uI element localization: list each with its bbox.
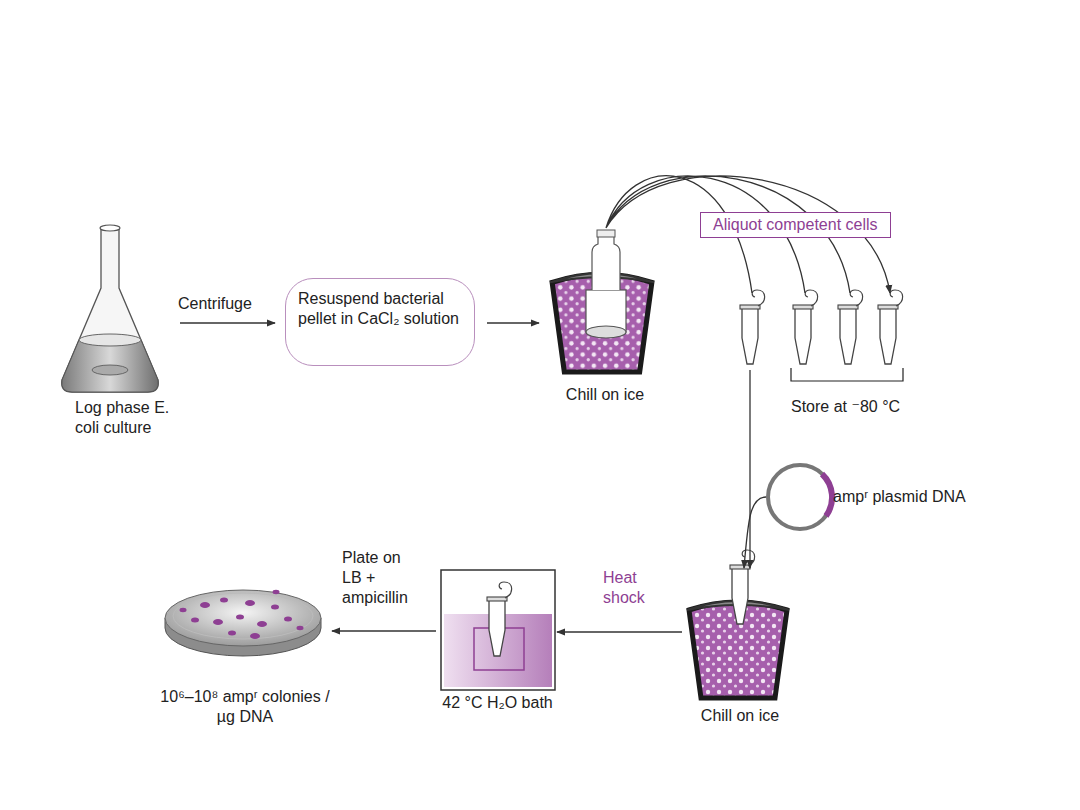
bracket bbox=[791, 368, 903, 381]
plasmid bbox=[768, 465, 832, 529]
water-bath-node: 42 °C H₂O bath bbox=[430, 565, 565, 715]
arrow-connector bbox=[749, 370, 750, 568]
node-label: Resuspend bacterial pellet in CaCl₂ solu… bbox=[286, 279, 474, 339]
node-label: Chill on ice bbox=[535, 385, 675, 405]
arrow-connector bbox=[487, 322, 539, 323]
ice-bucket-node: Chill on ice bbox=[680, 540, 800, 730]
petri-dish bbox=[165, 590, 321, 656]
ice-bucket bbox=[687, 550, 789, 698]
node-label: 10⁶–10⁸ ampʳ colonies / µg DNA bbox=[155, 687, 335, 727]
node-label: Chill on ice bbox=[670, 706, 810, 726]
node-label: Log phase E. coli culture bbox=[75, 398, 180, 438]
node-label: ampʳ plasmid DNA bbox=[833, 487, 973, 507]
edge-label: Plate on LB + ampicillin bbox=[342, 548, 422, 608]
node-label: 42 °C H₂O bath bbox=[420, 693, 575, 713]
node-label: Aliquot competent cells bbox=[701, 213, 890, 237]
arrow-connector bbox=[332, 630, 436, 631]
arrow-connector bbox=[557, 631, 682, 632]
ice-bucket-node: Chill on ice bbox=[545, 225, 665, 405]
plasmid-node: ampʳ plasmid DNA bbox=[765, 462, 975, 534]
arrow-connector bbox=[744, 497, 766, 568]
water-bath bbox=[441, 570, 555, 690]
microtubes bbox=[740, 290, 903, 381]
ice-bucket bbox=[550, 230, 654, 372]
colonies bbox=[180, 590, 304, 639]
edge-label: Heat shock bbox=[603, 568, 663, 608]
arrow-connector bbox=[606, 176, 890, 293]
step-tag: Aliquot competent cells bbox=[700, 212, 891, 238]
process-box: Resuspend bacterial pellet in CaCl₂ solu… bbox=[285, 278, 475, 366]
arrow-connector bbox=[180, 322, 275, 323]
flask-node: Log phase E. coli culture bbox=[58, 222, 188, 447]
tube-set-node: Store at ⁻80 °C bbox=[735, 290, 915, 420]
flask bbox=[62, 225, 159, 392]
petri-dish-node: 10⁶–10⁸ ampʳ colonies / µg DNA bbox=[150, 575, 340, 735]
edge-label: Centrifuge bbox=[178, 294, 278, 314]
node-label: Store at ⁻80 °C bbox=[791, 397, 921, 417]
